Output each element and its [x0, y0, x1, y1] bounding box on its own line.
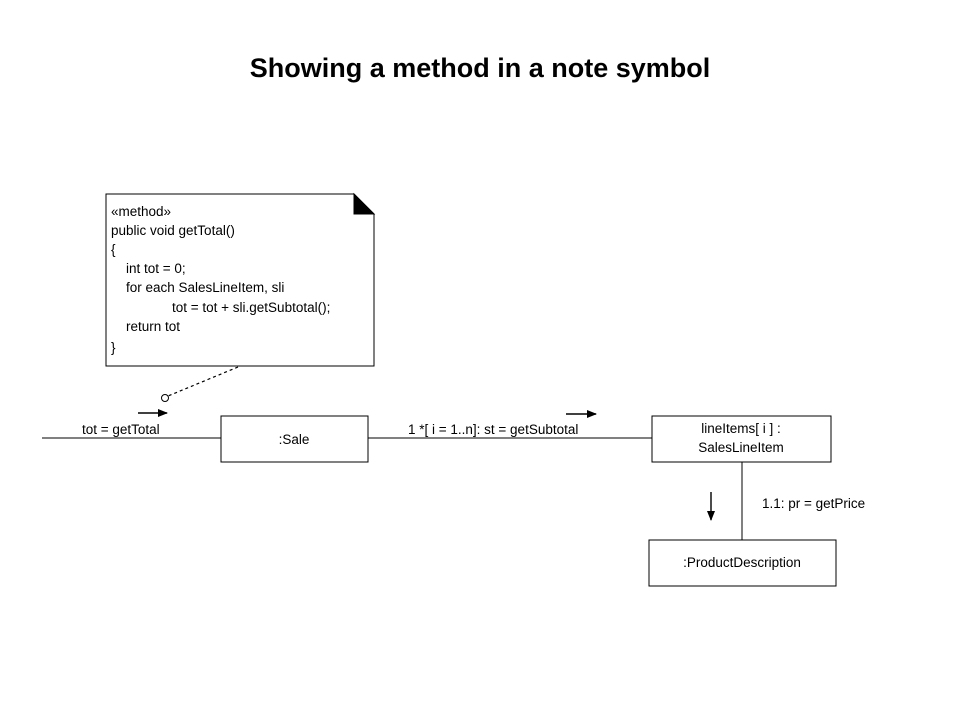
note-anchor [161, 366, 239, 402]
note-line-return: return tot [126, 319, 180, 334]
note-line-close-brace: } [111, 340, 116, 355]
sale-box [220, 415, 369, 463]
sales-line-item-object: lineItems[ i ] : SalesLineItem [651, 415, 832, 463]
sale-label: :Sale [279, 432, 310, 447]
sales-line-item-box [651, 415, 832, 463]
note-line-signature: public void getTotal() [111, 223, 235, 238]
product-description-box [648, 539, 837, 587]
sale-object: :Sale [220, 415, 369, 463]
get-price-message: 1.1: pr = getPrice [762, 496, 865, 511]
method-note: «method» public void getTotal() { int to… [105, 192, 376, 367]
sales-line-item-label-line-1: lineItems[ i ] : [701, 421, 781, 436]
get-total-message: tot = getTotal [82, 422, 160, 437]
note-line-accumulate: tot = tot + sli.getSubtotal(); [172, 300, 330, 315]
note-anchor-dashed-line [167, 366, 239, 397]
note-line-loop: for each SalesLineItem, sli [126, 280, 284, 295]
sales-line-item-label-line-2: SalesLineItem [698, 440, 784, 455]
get-subtotal-message: 1 *[ i = 1..n]: st = getSubtotal [408, 422, 578, 437]
diagram-title: Showing a method in a note symbol [249, 53, 711, 83]
note-line-stereotype: «method» [111, 204, 171, 219]
product-description-object: :ProductDescription [648, 539, 837, 587]
note-line-open-brace: { [111, 242, 116, 257]
note-folded-corner [353, 192, 376, 215]
note-line-init: int tot = 0; [126, 261, 186, 276]
note-outline [105, 193, 375, 367]
product-description-label: :ProductDescription [683, 555, 801, 570]
note-anchor-circle [161, 394, 169, 402]
